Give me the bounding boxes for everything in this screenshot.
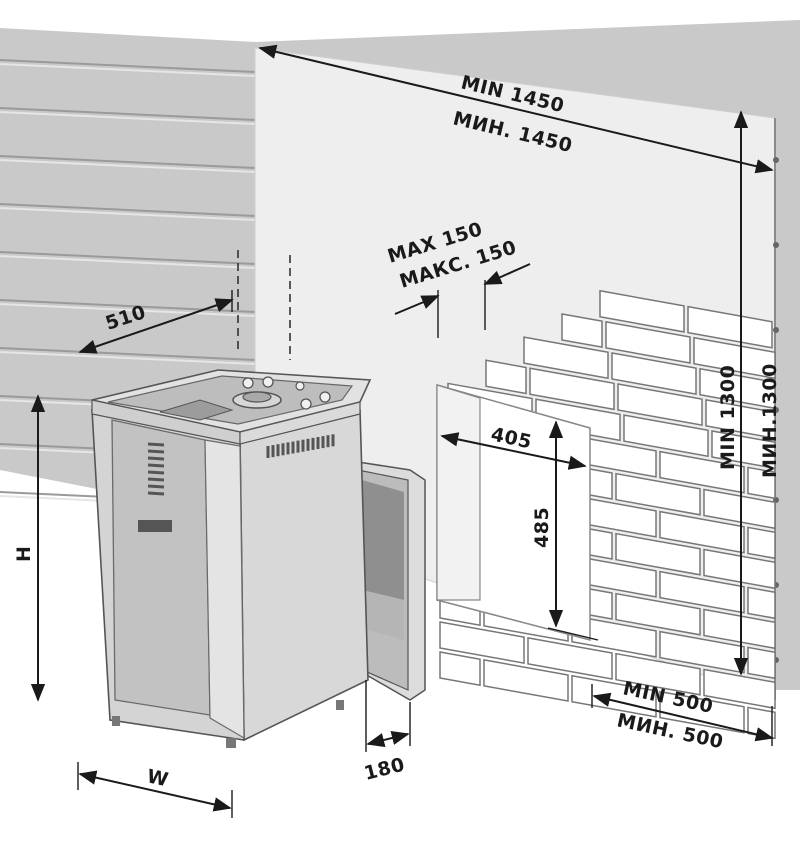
dim-wall-height-label-ru: МИН.1300 <box>759 363 781 478</box>
brick <box>615 532 701 576</box>
screw-icon <box>773 327 779 333</box>
brick <box>523 336 609 380</box>
vent-slot <box>147 463 165 468</box>
siding-groove <box>0 251 256 265</box>
siding-highlight <box>0 351 256 365</box>
screw-icon <box>773 157 779 163</box>
brick <box>617 383 703 427</box>
brick <box>485 359 527 395</box>
dim-wall-height: MIN 1300 МИН.1300 <box>717 110 781 676</box>
brick <box>483 659 569 702</box>
vent-slot <box>147 477 165 482</box>
vent-slot <box>147 449 165 454</box>
dim-width-label: W <box>145 765 171 791</box>
siding-highlight <box>0 63 256 77</box>
dim-opening-height: 485 <box>531 420 599 641</box>
brick <box>439 651 481 687</box>
brick <box>599 289 685 333</box>
sauna-stove <box>91 369 372 748</box>
dim-width: W <box>77 762 233 818</box>
brick <box>561 313 603 349</box>
dim-wall-height-label: MIN 1300 <box>717 365 739 470</box>
siding-groove <box>0 203 256 217</box>
brick <box>615 592 701 636</box>
siding-groove <box>0 107 256 121</box>
brick <box>529 367 615 411</box>
brick <box>605 320 691 364</box>
dim-height-label: H <box>13 546 35 562</box>
brick <box>527 636 613 680</box>
siding-highlight <box>0 159 256 173</box>
brick <box>747 526 776 560</box>
vent-slot <box>147 442 165 447</box>
siding-highlight <box>0 255 256 269</box>
brick <box>747 586 776 620</box>
brick <box>615 472 701 516</box>
brick <box>747 646 776 680</box>
siding-highlight <box>0 111 256 125</box>
siding-groove <box>0 59 256 73</box>
vent-slot <box>147 491 165 496</box>
vent-slot <box>147 470 165 475</box>
vent-slot <box>147 484 165 489</box>
brick <box>611 352 697 395</box>
siding-highlight <box>0 207 256 221</box>
dim-tunnel-depth-label: 180 <box>362 754 407 785</box>
control-knob-icon <box>138 520 172 532</box>
fire-tunnel <box>357 461 426 701</box>
siding-groove <box>0 347 256 361</box>
dim-height: H <box>13 394 46 702</box>
dim-opening-height-label: 485 <box>531 507 553 548</box>
brick <box>439 621 525 665</box>
brick <box>623 414 709 458</box>
vent-slot <box>147 456 165 461</box>
siding-groove <box>0 155 256 169</box>
screw-icon <box>773 242 779 248</box>
